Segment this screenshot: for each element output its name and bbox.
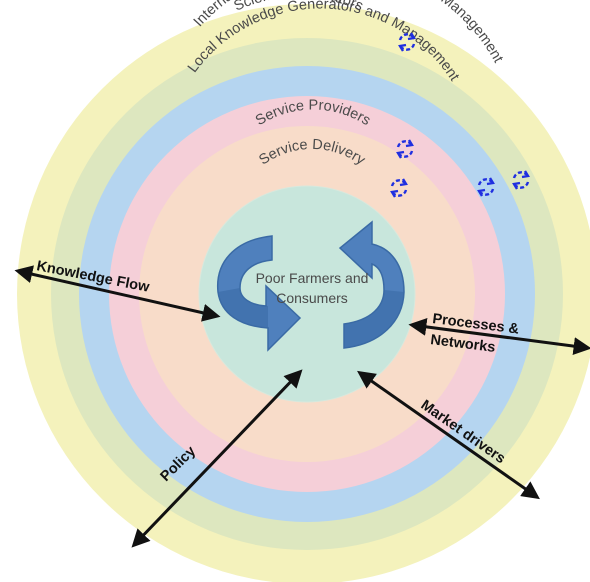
center-label-line-1: Poor Farmers and bbox=[256, 270, 369, 286]
double-arrow-icon bbox=[14, 265, 221, 322]
cycle-icon bbox=[390, 178, 408, 198]
center-label-line-2: Consumers bbox=[276, 290, 348, 306]
double-arrow-icon bbox=[357, 370, 540, 500]
cycle-icon bbox=[396, 139, 414, 159]
large-cycle-arrow-icon bbox=[217, 220, 405, 352]
cycle-icon bbox=[512, 170, 530, 190]
double-arrow-icon bbox=[408, 317, 590, 356]
cycle-icon bbox=[398, 32, 416, 52]
cycle-icon bbox=[477, 177, 495, 197]
double-arrow-icon bbox=[131, 369, 303, 548]
flow-label-processes-networks-line-2: Networks bbox=[430, 332, 497, 356]
